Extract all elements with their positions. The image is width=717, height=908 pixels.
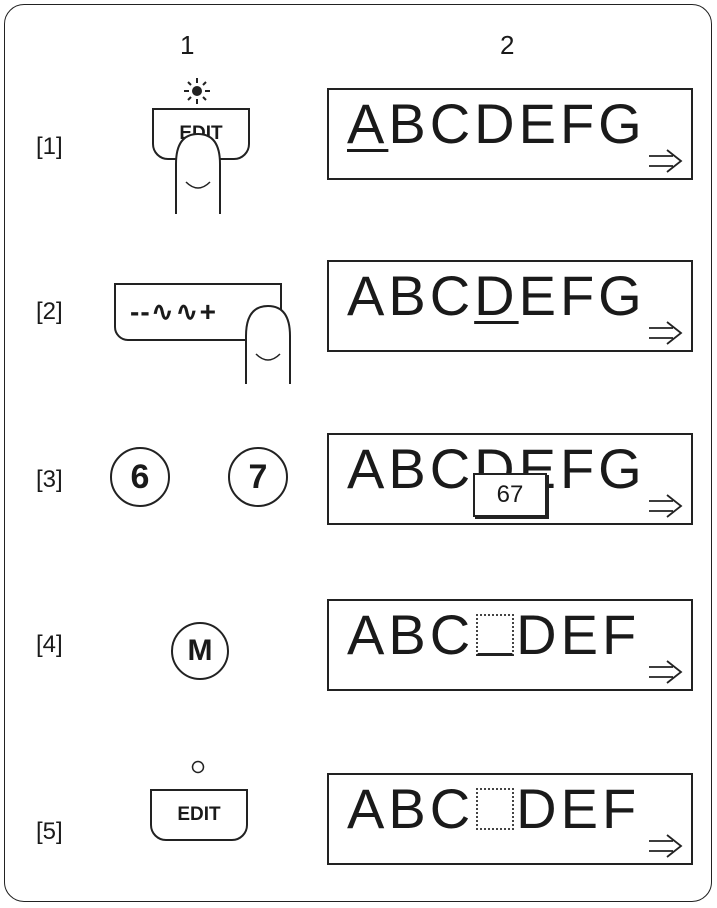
blank-placeholder-icon <box>476 788 515 830</box>
memory-label: M <box>187 634 213 667</box>
lcd-display-3: ABCDEFG 67 <box>327 433 693 525</box>
lcd-text-rest: BCDEFG <box>388 92 646 155</box>
lcd-text-suffix: DEF <box>516 603 641 666</box>
lcd-cursor-char: A <box>347 92 389 155</box>
led-off-icon <box>191 760 205 774</box>
memory-button[interactable]: M <box>171 622 229 680</box>
lcd-cursor-char: D <box>474 264 519 327</box>
lcd-text-end: EFG <box>518 264 646 327</box>
blank-placeholder-icon <box>476 614 515 656</box>
lcd-text-suffix: DEF <box>516 777 641 840</box>
edit-button[interactable]: EDIT <box>150 789 248 841</box>
digit-6-button[interactable]: 6 <box>110 447 170 507</box>
finger-icon <box>175 132 221 214</box>
finger-icon <box>245 304 291 384</box>
stitch-number-popup: 67 <box>473 473 547 517</box>
lcd-text-prefix: ABC <box>347 603 475 666</box>
step-label-3: [3] <box>36 466 63 493</box>
lcd-display-1: ABCDEFG <box>327 88 693 180</box>
step-label-4: [4] <box>36 631 63 658</box>
right-arrow-icon <box>649 149 683 173</box>
stitch-width-label: --∿∿+ <box>130 296 217 327</box>
popup-value: 67 <box>496 481 524 508</box>
lcd-display-4: ABC DEF <box>327 599 693 691</box>
right-arrow-icon <box>649 834 683 858</box>
edit-button-label: EDIT <box>177 804 221 825</box>
sun-led-icon <box>184 78 210 104</box>
diagram-frame <box>4 4 712 902</box>
digit-7-button[interactable]: 7 <box>228 447 288 507</box>
digit-6-label: 6 <box>130 457 150 496</box>
lcd-text-start: ABC <box>347 264 475 327</box>
column-header-2: 2 <box>500 30 515 60</box>
step-label-2: [2] <box>36 298 63 325</box>
lcd-text-prefix: ABC <box>347 777 475 840</box>
lcd-display-2: ABCDEFG <box>327 260 693 352</box>
step-label-1: [1] <box>36 133 63 160</box>
column-header-1: 1 <box>180 30 195 60</box>
digit-7-label: 7 <box>248 457 268 496</box>
right-arrow-icon <box>649 321 683 345</box>
right-arrow-icon <box>649 494 683 518</box>
right-arrow-icon <box>649 660 683 684</box>
lcd-display-5: ABC DEF <box>327 773 693 865</box>
step-label-5: [5] <box>36 818 63 845</box>
